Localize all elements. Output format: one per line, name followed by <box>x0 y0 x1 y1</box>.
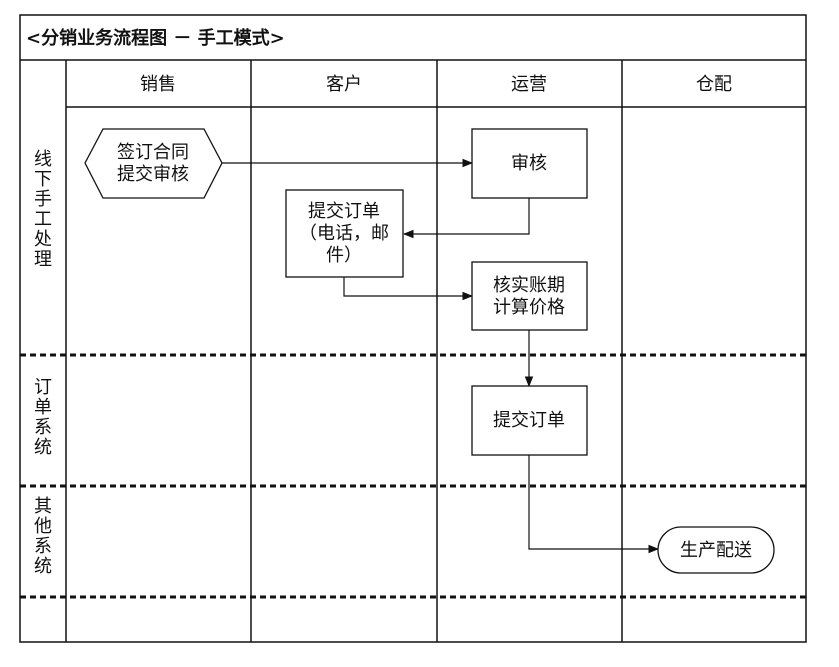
outer-frame <box>19 14 807 643</box>
column-header-customer: 客户 <box>326 74 362 95</box>
lane-label-char: 处 <box>34 229 52 250</box>
node-review <box>471 128 588 199</box>
lane-label-char: 工 <box>34 209 52 230</box>
diagram-title: <分销业务流程图 － 手工模式> <box>26 27 285 49</box>
node-label-line: （电话，邮 <box>299 223 389 244</box>
node-submit-order-system <box>471 385 588 456</box>
arrow-submit-order-to-verify <box>343 277 474 301</box>
node-production-delivery-text: 生产配送 <box>680 540 752 561</box>
node-sign-contract <box>84 128 223 199</box>
node-label-line: 签订合同 <box>117 142 189 163</box>
node-label-line: 审核 <box>511 153 547 174</box>
node-label-line: 提交订单 <box>308 201 380 222</box>
column-header-operations: 运营 <box>511 74 547 95</box>
lane-label-char: 统 <box>34 437 52 458</box>
node-submit-order-system-text: 提交订单 <box>493 410 565 431</box>
node-production-delivery <box>657 526 775 574</box>
node-submit-order-offline-text: 提交订单（电话，邮件） <box>299 201 389 266</box>
node-verify-credit <box>471 261 588 331</box>
arrow-review-to-submit-order <box>402 198 530 239</box>
node-label-line: 计算价格 <box>493 297 565 318</box>
arrow-system-order-to-deliver <box>528 455 660 554</box>
node-label-line: 核实账期 <box>493 275 565 296</box>
column-header-sales: 销售 <box>140 74 176 95</box>
column-header-warehouse: 仓配 <box>696 74 732 95</box>
node-submit-order-offline <box>285 189 404 278</box>
lane-label-char: 理 <box>34 249 52 270</box>
lane-label-char: 系 <box>34 536 52 557</box>
lane-label-char: 单 <box>34 397 52 418</box>
node-label-line: 件） <box>326 245 362 266</box>
lane-label-char: 其 <box>34 496 52 517</box>
lane-label-char: 统 <box>34 556 52 577</box>
lane-label-char: 手 <box>34 189 52 210</box>
node-label-line: 生产配送 <box>680 540 752 561</box>
lane-label-char: 订 <box>34 377 52 398</box>
lane-label-char: 系 <box>34 417 52 438</box>
node-label-line: 提交审核 <box>117 164 189 185</box>
node-review-text: 审核 <box>511 153 547 174</box>
lane-label-char: 线 <box>34 149 52 170</box>
lane-label-char: 他 <box>34 516 52 537</box>
lane-label-char: 下 <box>34 169 52 190</box>
node-label-line: 提交订单 <box>493 410 565 431</box>
